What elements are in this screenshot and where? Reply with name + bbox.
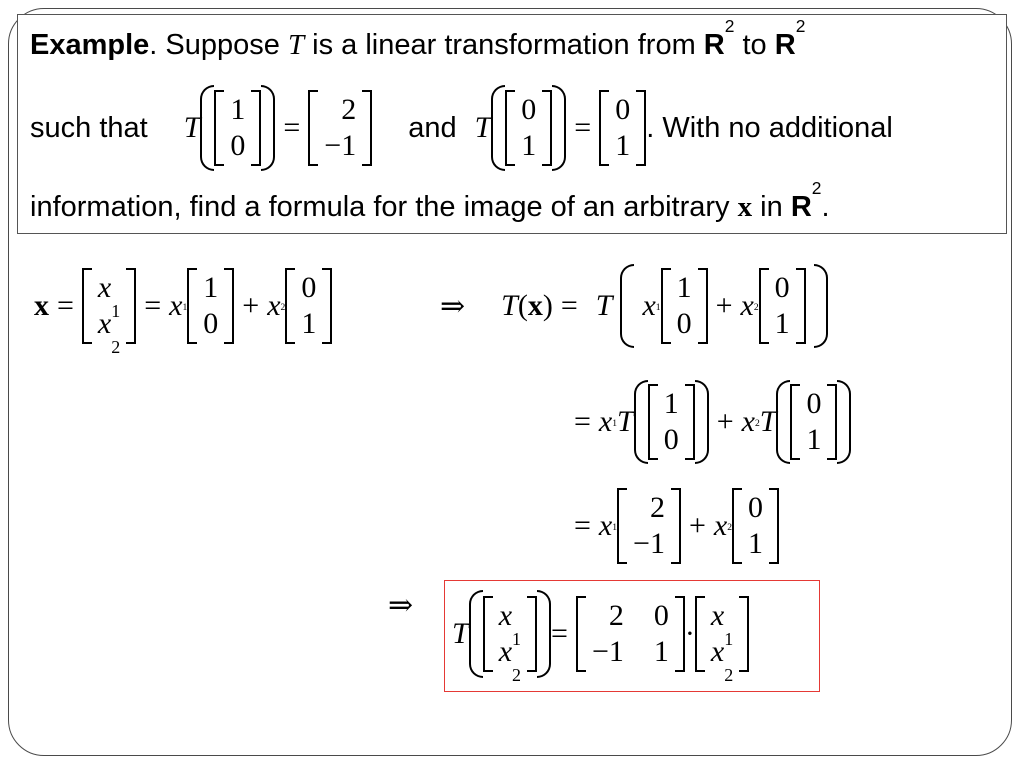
answer-box xyxy=(444,580,820,692)
problem-line-3: information, find a formula for the imag… xyxy=(30,177,830,223)
problem-statement-box: Example. Suppose T is a linear transform… xyxy=(17,14,1007,234)
vector-T-e1: 2−1 xyxy=(308,90,373,166)
problem-line-1: Example. Suppose T is a linear transform… xyxy=(30,15,806,61)
final-implies: ⇒ xyxy=(388,587,414,623)
slide-frame xyxy=(8,8,1012,756)
example-label: Example xyxy=(30,29,150,61)
implies-arrow: ⇒ xyxy=(440,288,466,324)
